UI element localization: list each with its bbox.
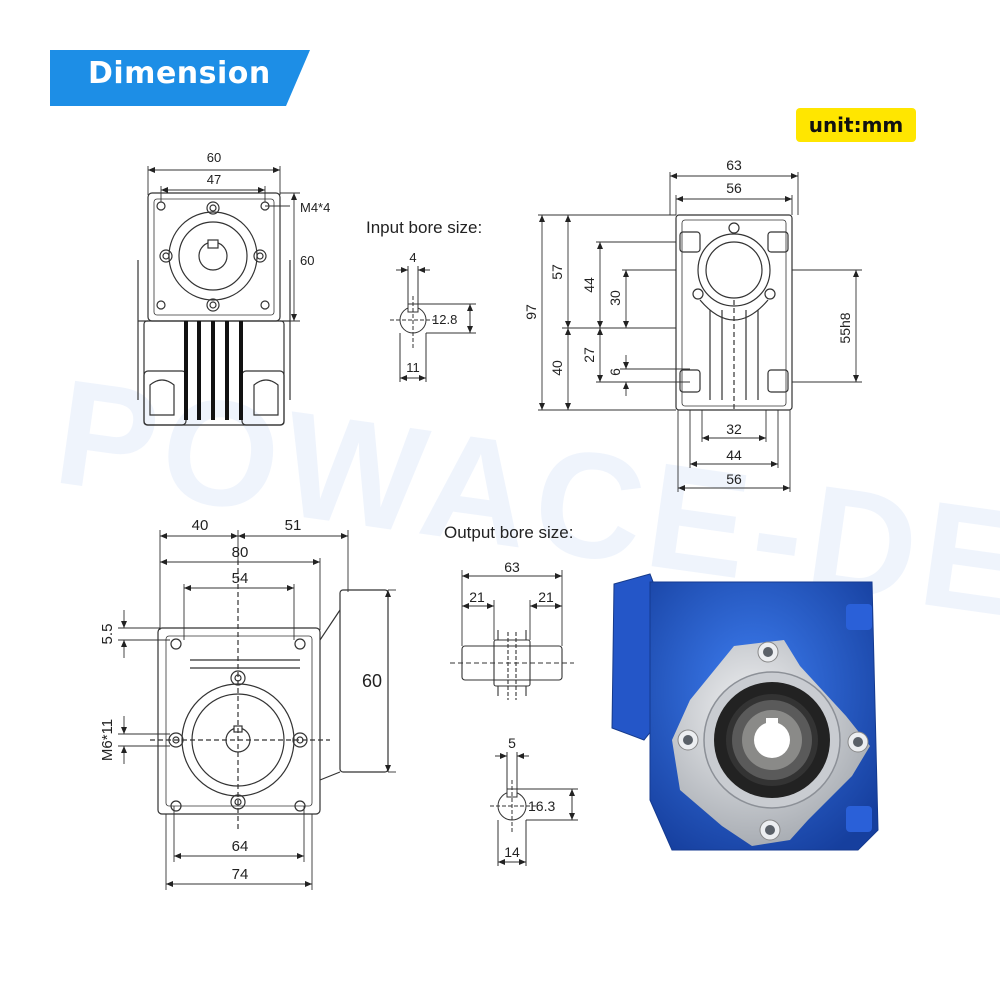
view-top-left (137, 192, 291, 426)
shaft-dim-63: 63 (504, 559, 520, 575)
output-ring (697, 233, 771, 307)
view-side (675, 214, 793, 411)
front-dim-54: 54 (232, 570, 249, 587)
output-bore-label: Output bore size: (444, 523, 574, 542)
input-bore-diagram (390, 266, 476, 382)
side-dim-32: 32 (726, 421, 742, 437)
side-dim-56-bottom: 56 (726, 471, 742, 487)
front-dim-64: 64 (232, 838, 249, 855)
view-front-dims (118, 530, 396, 890)
output-bore-diagram (490, 752, 578, 866)
product-photo (611, 573, 879, 851)
front-dim-80: 80 (232, 544, 249, 561)
side-dim-44: 44 (581, 277, 597, 293)
side-dim-27: 27 (581, 347, 597, 363)
side-dim-55h8: 55h8 (837, 312, 853, 343)
front-dim-m6: M6*11 (99, 719, 116, 761)
input-bore-depth: 12.8 (432, 312, 457, 327)
front-dim-60: 60 (362, 671, 382, 691)
shaft-dim-21-right: 21 (538, 589, 554, 605)
title-banner (50, 50, 310, 106)
side-dim-56-top: 56 (726, 180, 742, 196)
output-key-width: 5 (508, 735, 516, 751)
unit-badge: unit:mm (796, 108, 916, 142)
view-side-dims (538, 172, 862, 492)
view-top-left-dims (147, 166, 300, 322)
flange-ring (168, 211, 258, 301)
side-dim-57: 57 (549, 264, 565, 280)
side-dim-6: 6 (607, 368, 623, 376)
side-dim-97: 97 (523, 304, 539, 320)
input-bore-dia: 11 (406, 360, 420, 375)
shaft-dim-21-left: 21 (469, 589, 485, 605)
output-bore-depth: 16.3 (528, 798, 555, 814)
page-title: Dimension (88, 56, 271, 91)
dim-thread-m4: M4*4 (300, 200, 330, 215)
side-dim-63: 63 (726, 157, 742, 173)
front-dim-51: 51 (285, 517, 302, 534)
side-dim-40: 40 (549, 360, 565, 376)
input-key-width: 4 (409, 250, 416, 265)
view-front (150, 560, 389, 830)
output-shaft-diagram (450, 630, 574, 700)
front-dim-5-5: 5.5 (99, 624, 116, 645)
output-shaft-dims (461, 570, 563, 646)
dim-width-60: 60 (207, 150, 221, 165)
dim-height-60: 60 (300, 253, 314, 268)
front-dim-74: 74 (232, 866, 249, 883)
side-dim-30: 30 (607, 290, 623, 306)
output-bore-dia: 14 (504, 844, 520, 860)
side-dim-44-bottom: 44 (726, 447, 742, 463)
dim-width-47: 47 (207, 172, 221, 187)
input-bore-label: Input bore size: (366, 218, 483, 237)
front-dim-40: 40 (192, 517, 209, 534)
